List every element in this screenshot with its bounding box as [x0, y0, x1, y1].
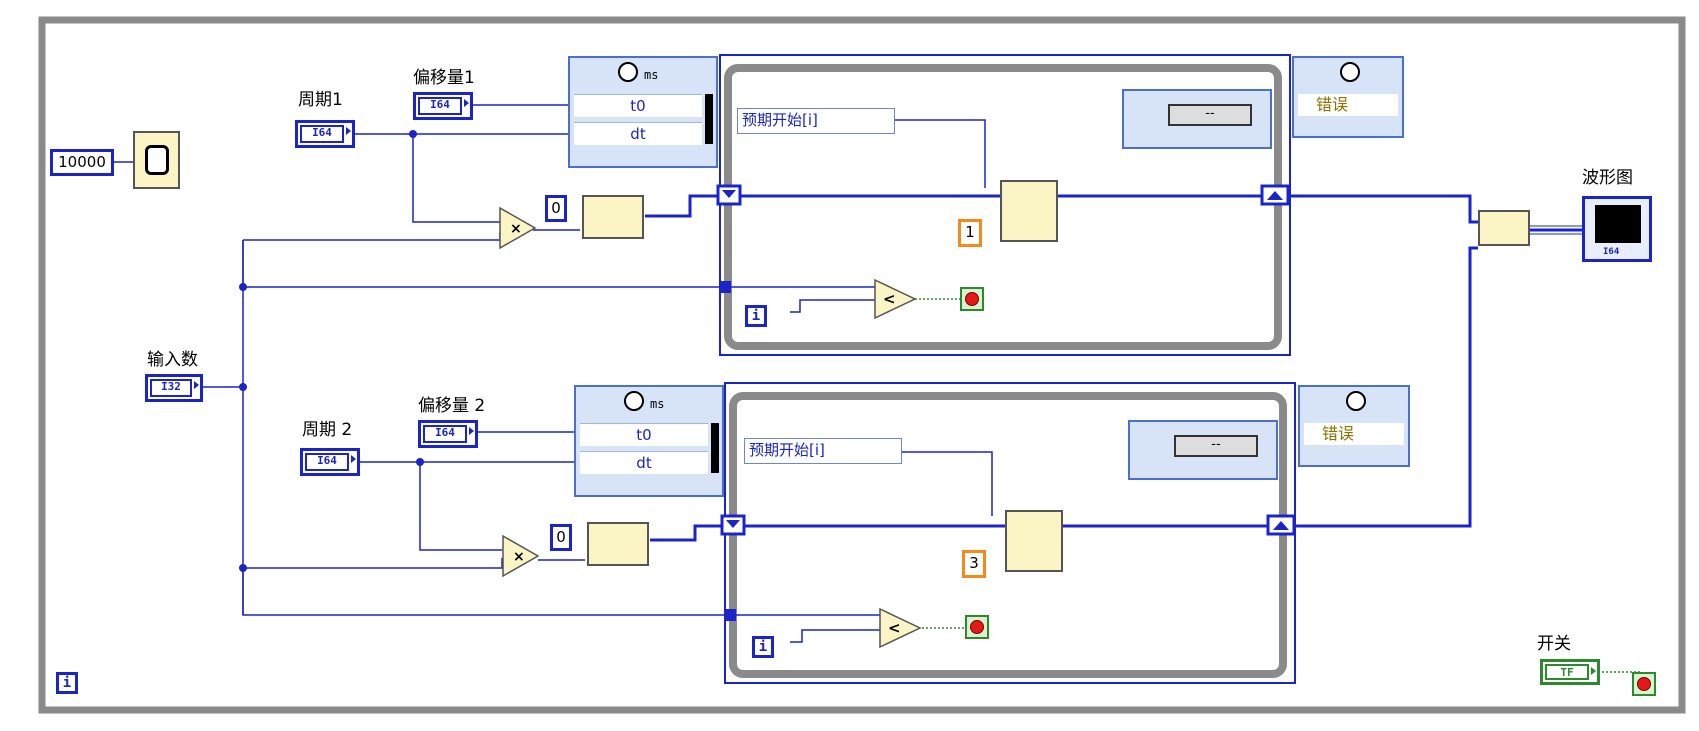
svg-text:<: < — [883, 290, 896, 308]
period-2-control[interactable]: I64 — [300, 448, 360, 476]
watch-icon — [145, 145, 169, 175]
input-number-label: 输入数 — [147, 350, 198, 370]
wait-ms-constant[interactable]: 10000 — [50, 149, 114, 176]
dt-terminal: dt — [574, 122, 702, 145]
build-array-node[interactable] — [1478, 210, 1530, 246]
loop1-array-const[interactable]: 0 — [545, 195, 567, 222]
loop2-replace-array-node[interactable] — [1005, 510, 1063, 572]
loop2-stop-terminal[interactable] — [965, 615, 989, 639]
outer-loop-iteration-terminal: i — [56, 672, 78, 694]
loop2-iteration-terminal: i — [752, 636, 774, 658]
clock-icon — [624, 391, 644, 411]
stop-icon — [970, 620, 984, 634]
period-1-control[interactable]: I64 — [295, 120, 355, 148]
dt-terminal: dt — [580, 451, 708, 474]
switch-control[interactable]: TF — [1540, 659, 1600, 685]
svg-text:<: < — [888, 619, 901, 637]
loop1-index-const[interactable]: 1 — [958, 219, 982, 247]
loop1-expected-start-terminal: 预期开始[i] — [737, 108, 895, 134]
timed-loop-1-input-node[interactable]: ms t0 dt — [568, 56, 718, 168]
loop2-array-const[interactable]: 0 — [550, 524, 572, 551]
loop2-initialize-array-node[interactable] — [587, 522, 649, 566]
clock-icon — [1346, 391, 1366, 411]
outer-stop-terminal[interactable] — [1632, 672, 1656, 696]
t0-terminal: t0 — [574, 94, 702, 117]
t0-terminal: t0 — [580, 423, 708, 446]
stop-icon — [1637, 677, 1651, 691]
less-than-node-2 — [879, 607, 922, 649]
loop1-status-panel: -- — [1122, 89, 1272, 149]
svg-text:×: × — [510, 221, 522, 237]
timed-loop-1-inner — [724, 64, 1282, 350]
offset-2-control[interactable]: I64 — [418, 420, 478, 448]
input-number-control[interactable]: I32 — [145, 374, 203, 402]
period-1-label: 周期1 — [298, 90, 343, 110]
loop1-replace-array-node[interactable] — [1000, 180, 1058, 242]
loop1-iteration-terminal: i — [745, 305, 767, 327]
multiply-node-1 — [499, 206, 537, 250]
timed-loop-2-input-node[interactable]: ms t0 dt — [574, 385, 724, 497]
multiply-node-2 — [502, 534, 540, 578]
offset-1-label: 偏移量1 — [413, 68, 475, 88]
offset-2-label: 偏移量 2 — [418, 396, 486, 416]
stop-icon — [965, 292, 979, 306]
loop2-status-panel: -- — [1128, 420, 1278, 480]
period-2-label: 周期 2 — [302, 420, 353, 440]
waveform-graph-label: 波形图 — [1582, 168, 1633, 188]
offset-1-control[interactable]: I64 — [413, 92, 473, 120]
loop2-index-const[interactable]: 3 — [962, 550, 986, 578]
loop1-error-output-node: 错误 — [1292, 56, 1404, 138]
clock-icon — [1340, 62, 1360, 82]
loop1-initialize-array-node[interactable] — [582, 195, 644, 239]
loop2-error-output-node: 错误 — [1298, 385, 1410, 467]
wait-ms-node[interactable] — [133, 131, 180, 189]
loop1-stop-terminal[interactable] — [960, 287, 984, 311]
clock-icon — [618, 62, 638, 82]
svg-text:×: × — [513, 549, 525, 565]
outer-while-loop-frame — [38, 16, 1686, 714]
switch-label: 开关 — [1537, 634, 1571, 654]
loop2-expected-start-terminal: 预期开始[i] — [744, 438, 902, 464]
graph-icon — [1595, 205, 1641, 243]
waveform-graph-terminal[interactable]: I64 — [1582, 196, 1652, 262]
less-than-node-1 — [874, 278, 917, 320]
